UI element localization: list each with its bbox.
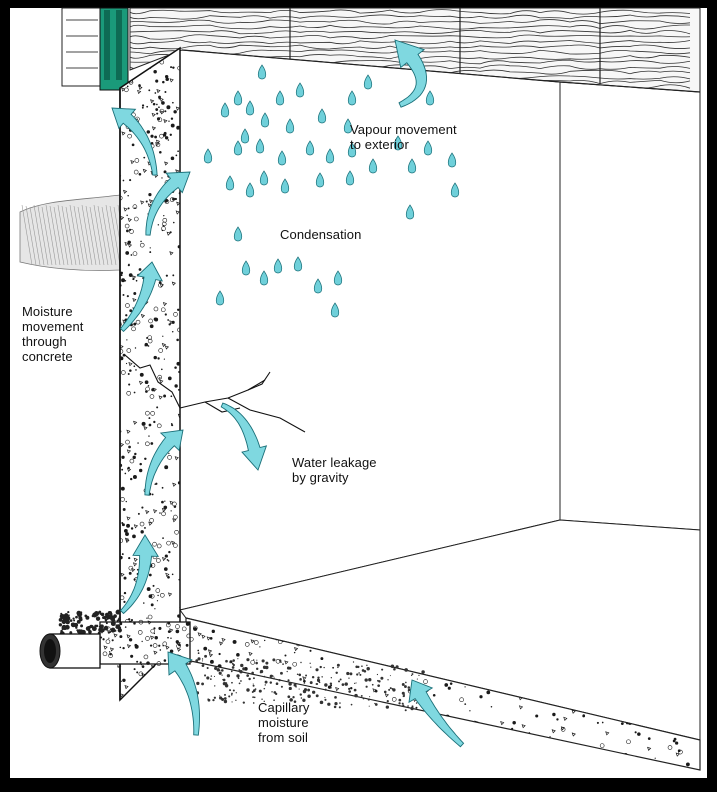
moisture-arrow-icon xyxy=(144,429,184,496)
water-drop-icon xyxy=(447,152,457,168)
water-drop-icon xyxy=(233,226,243,242)
label-vapour-movement: Vapour movement to exterior xyxy=(350,122,457,152)
water-drop-icon xyxy=(277,150,287,166)
moisture-arrow-icon xyxy=(111,107,158,176)
drain-pipe-icon xyxy=(39,633,101,669)
water-drop-icon xyxy=(240,128,250,144)
water-drop-icon xyxy=(280,178,290,194)
water-drop-icon xyxy=(363,74,373,90)
moisture-arrow-icon xyxy=(119,534,160,615)
water-drop-icon xyxy=(393,135,403,151)
label-capillary-moisture: Capillary moisture from soil xyxy=(258,700,310,745)
moisture-arrow-icon xyxy=(394,39,427,108)
water-drop-icon xyxy=(260,112,270,128)
water-drop-icon xyxy=(245,182,255,198)
moisture-arrow-icon xyxy=(408,679,465,748)
basement-floor xyxy=(179,519,701,741)
water-drop-icon xyxy=(225,175,235,191)
water-drop-icon xyxy=(215,290,225,306)
water-drop-icon xyxy=(241,260,251,276)
water-drop-icon xyxy=(273,258,283,274)
water-drop-icon xyxy=(313,278,323,294)
moisture-arrow-icon xyxy=(145,171,191,236)
water-drop-icon xyxy=(255,138,265,154)
water-drop-icon xyxy=(347,142,357,158)
water-drop-icon xyxy=(305,140,315,156)
side-wall xyxy=(559,81,701,531)
water-drop-icon xyxy=(345,170,355,186)
moisture-arrow-icon xyxy=(119,261,164,333)
water-drop-icon xyxy=(325,148,335,164)
water-drop-icon xyxy=(293,256,303,272)
water-drop-icon xyxy=(315,172,325,188)
water-drop-icon xyxy=(347,90,357,106)
water-drop-icon xyxy=(425,90,435,106)
water-drop-icon xyxy=(450,182,460,198)
water-drop-icon xyxy=(275,90,285,106)
water-drop-icon xyxy=(295,82,305,98)
water-drop-icon xyxy=(245,100,255,116)
water-drop-icon xyxy=(423,140,433,156)
water-drop-icon xyxy=(257,64,267,80)
water-drop-icon xyxy=(259,270,269,286)
water-drop-icon xyxy=(405,204,415,220)
water-drop-icon xyxy=(259,170,269,186)
label-water-leakage: Water leakage by gravity xyxy=(292,455,377,485)
water-drop-icon xyxy=(220,102,230,118)
water-drop-icon xyxy=(203,148,213,164)
water-drop-icon xyxy=(285,118,295,134)
exterior-siding xyxy=(61,7,129,91)
water-drop-icon xyxy=(368,158,378,174)
water-drop-icon xyxy=(233,140,243,156)
moisture-arrow-icon xyxy=(220,402,268,471)
water-drop-icon xyxy=(333,270,343,286)
moisture-arrow-icon xyxy=(167,651,200,736)
water-drop-icon xyxy=(317,108,327,124)
label-moisture-through-concrete: Moisture movement through concrete xyxy=(22,304,84,364)
water-drop-icon xyxy=(343,118,353,134)
water-drop-icon xyxy=(407,158,417,174)
water-drop-icon xyxy=(330,302,340,318)
water-drop-icon xyxy=(233,90,243,106)
label-condensation: Condensation xyxy=(280,227,362,242)
